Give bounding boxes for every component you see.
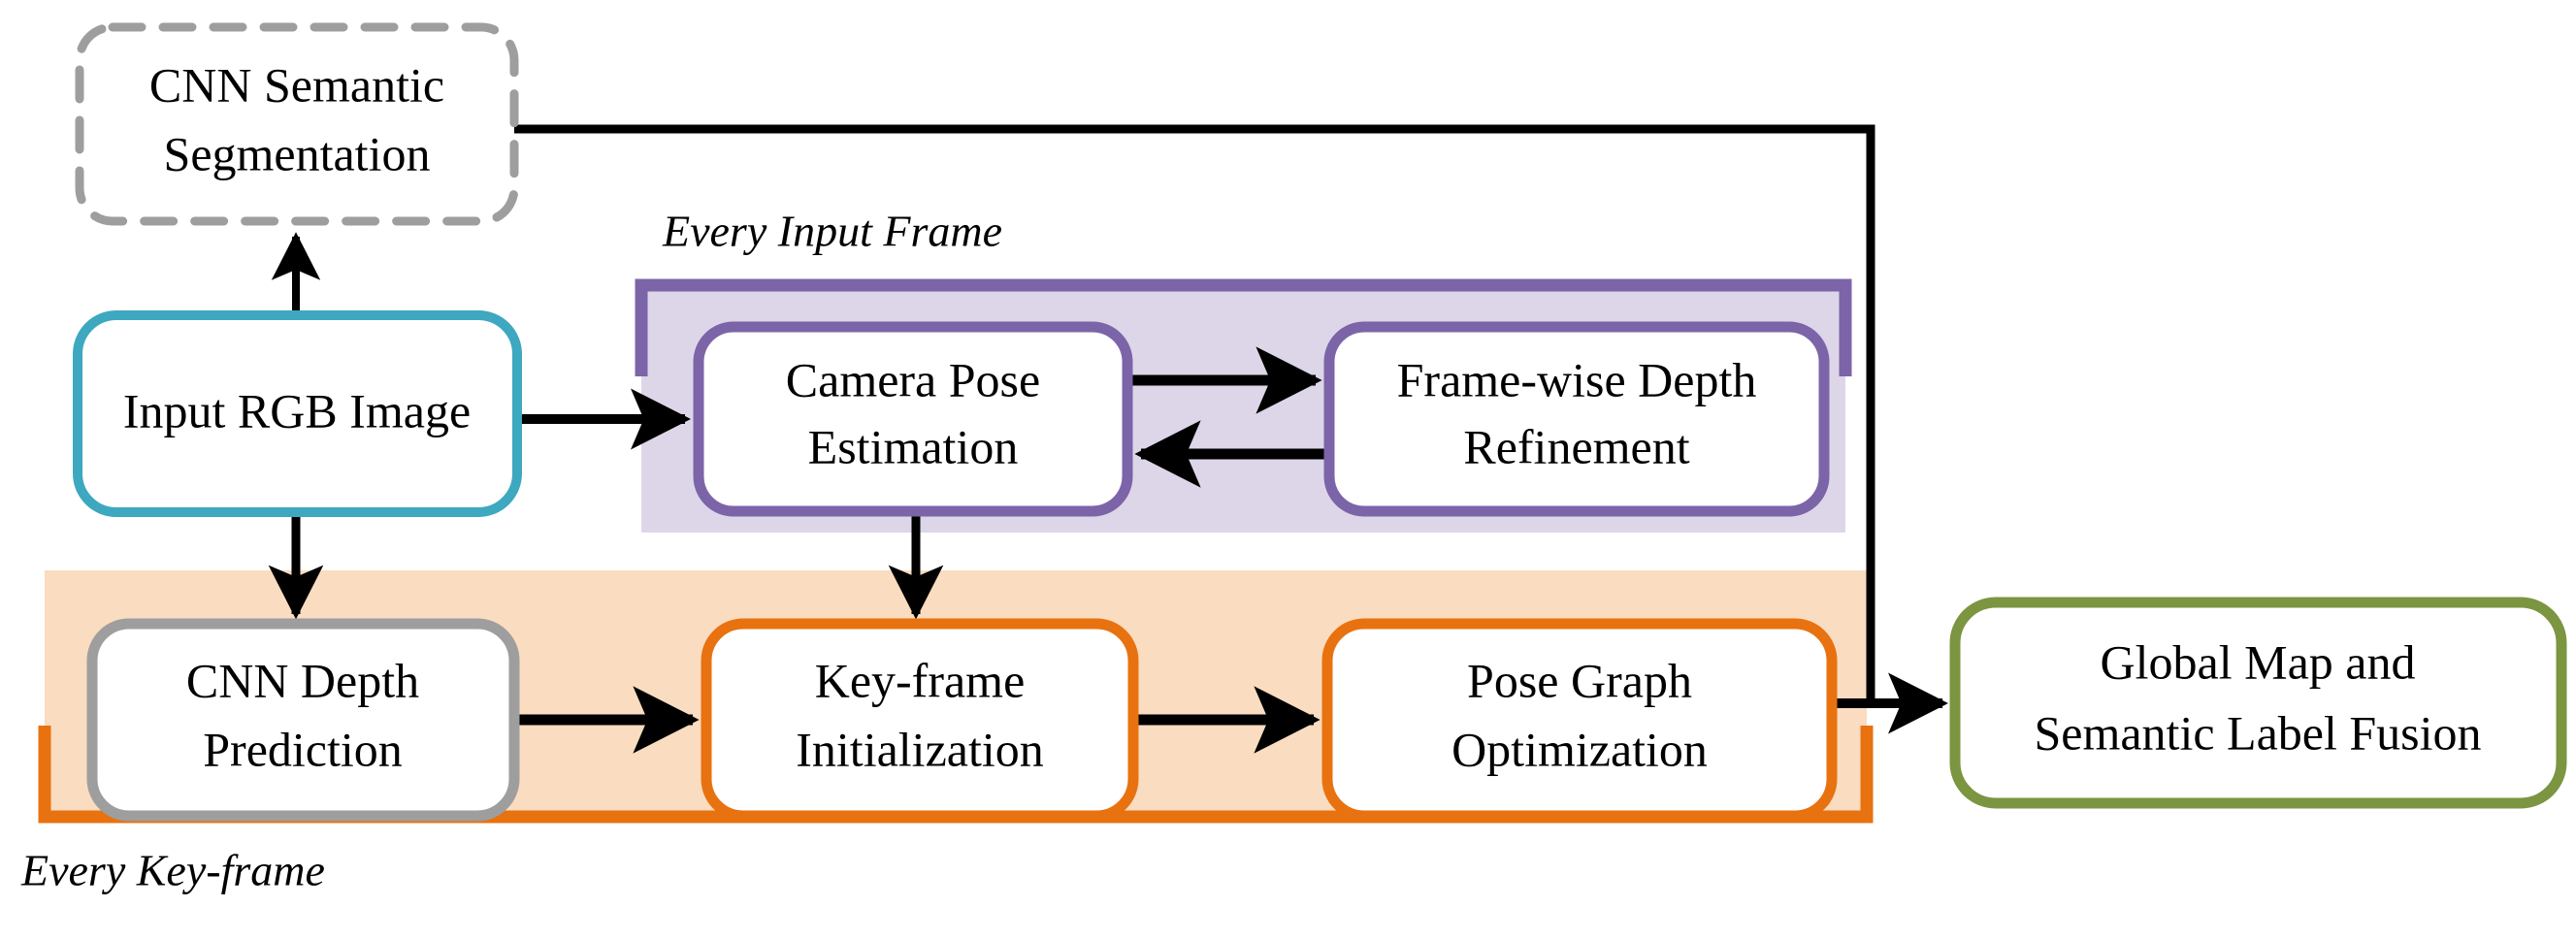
node-camera-pose-estimation-shape <box>693 321 1133 517</box>
node-camera-pose-estimation-line-1: Camera Pose <box>786 352 1040 406</box>
node-key-frame-initialization-line-1: Key-frame <box>815 653 1026 707</box>
node-cnn-depth-prediction-line-2: Prediction <box>203 722 403 776</box>
node-key-frame-initialization-shape <box>701 618 1139 822</box>
node-camera-pose-estimation[interactable]: Camera Pose Estimation <box>693 321 1133 517</box>
edge-segmentation-to-global-map-path <box>514 124 1875 703</box>
node-camera-pose-estimation-line-2: Estimation <box>808 419 1019 473</box>
node-frame-wise-depth-refinement-shape <box>1323 321 1830 517</box>
node-key-frame-initialization[interactable]: Key-frame Initialization <box>701 618 1139 822</box>
node-pose-graph-optimization-line-2: Optimization <box>1451 722 1708 776</box>
edge-segmentation-to-global-map <box>514 124 1875 703</box>
node-global-map-semantic-label-fusion-line-2: Semantic Label Fusion <box>2034 705 2481 760</box>
node-input-rgb-image[interactable]: Input RGB Image <box>73 310 522 517</box>
node-cnn-depth-prediction[interactable]: CNN Depth Prediction <box>86 618 520 822</box>
node-cnn-semantic-segmentation-line-1: CNN Semantic <box>149 57 444 112</box>
node-frame-wise-depth-refinement-line-1: Frame-wise Depth <box>1397 352 1757 406</box>
node-cnn-semantic-segmentation-line-2: Segmentation <box>164 126 431 180</box>
node-cnn-semantic-segmentation[interactable]: CNN Semantic Segmentation <box>75 22 519 226</box>
node-cnn-semantic-segmentation-shape <box>75 22 519 226</box>
node-input-rgb-image-line-1: Input RGB Image <box>123 383 471 437</box>
node-global-map-semantic-label-fusion-shape <box>1949 597 2567 809</box>
band-every-key-frame-label: Every Key-frame <box>20 846 325 895</box>
node-frame-wise-depth-refinement-line-2: Refinement <box>1463 419 1689 473</box>
node-global-map-semantic-label-fusion-line-1: Global Map and <box>2101 634 2416 689</box>
band-every-input-frame-bracket <box>635 278 1852 376</box>
node-frame-wise-depth-refinement[interactable]: Frame-wise Depth Refinement <box>1323 321 1830 517</box>
node-key-frame-initialization-line-2: Initialization <box>796 722 1043 776</box>
band-every-input-frame-label: Every Input Frame <box>662 207 1002 256</box>
node-pose-graph-optimization-shape <box>1321 618 1838 822</box>
node-input-rgb-image-shape <box>73 310 522 517</box>
node-cnn-depth-prediction-line-1: CNN Depth <box>186 653 419 707</box>
node-cnn-depth-prediction-shape <box>86 618 520 822</box>
node-pose-graph-optimization[interactable]: Pose Graph Optimization <box>1321 618 1838 822</box>
node-global-map-semantic-label-fusion[interactable]: Global Map and Semantic Label Fusion <box>1949 597 2567 809</box>
node-pose-graph-optimization-line-1: Pose Graph <box>1467 653 1692 707</box>
